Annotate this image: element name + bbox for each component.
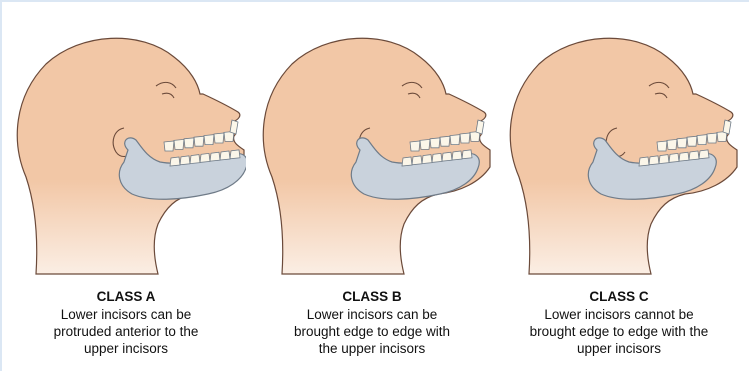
lower-tooth [210,152,220,161]
class-a-line-1: Lower incisors can be [6,306,246,323]
lower-tooth [170,157,180,166]
class-c-line-2: brought edge to edge with the [499,323,739,340]
upper-tooth [204,135,214,145]
lower-tooth [230,150,240,159]
upper-tooth [677,138,687,148]
lower-tooth [442,152,452,161]
panel-class-b: CLASS B Lower incisors can be brought ed… [252,2,492,373]
upper-tooth [450,135,460,145]
lower-tooth [699,150,709,159]
upper-tooth [657,141,667,151]
lower-tooth [689,151,699,160]
upper-tooth [667,139,677,149]
upper-tooth [430,138,440,148]
lower-tooth [402,157,412,166]
lower-tooth [679,152,689,161]
class-a-line-2: protruded anterior to the [6,323,246,340]
lower-tooth [180,156,190,165]
class-c-line-3: upper incisors [499,340,739,357]
class-a-line-3: upper incisors [6,340,246,357]
upper-tooth [194,136,204,146]
lower-tooth [190,155,200,164]
upper-tooth [420,139,430,149]
class-c-line-1: Lower incisors cannot be [499,306,739,323]
panel-class-a: CLASS A Lower incisors can be protruded … [6,2,246,373]
lower-tooth [422,155,432,164]
lower-tooth [452,151,462,160]
lower-tooth [200,153,210,162]
upper-tooth [164,141,174,151]
lower-tooth [669,153,679,162]
class-b-line-3: the upper incisors [252,340,492,357]
lower-tooth [432,153,442,162]
lower-tooth [220,151,230,160]
class-c-title: CLASS C [499,288,739,305]
upper-tooth [174,139,184,149]
upper-tooth [707,133,717,143]
lower-tooth [659,155,669,164]
upper-tooth [410,141,420,151]
lower-tooth [462,150,472,159]
head-illustration-class-a [6,2,246,292]
class-a-title: CLASS A [6,288,246,305]
upper-tooth [214,133,224,143]
upper-tooth [440,136,450,146]
caption-class-c: CLASS C Lower incisors cannot be brought… [499,288,739,357]
lower-tooth [412,156,422,165]
upper-tooth [184,138,194,148]
head-illustration-class-c [499,2,739,292]
caption-class-a: CLASS A Lower incisors can be protruded … [6,288,246,357]
upper-tooth [687,136,697,146]
caption-class-b: CLASS B Lower incisors can be brought ed… [252,288,492,357]
lower-tooth [639,157,649,166]
head-illustration-class-b [252,2,492,292]
lower-tooth [649,156,659,165]
class-b-line-1: Lower incisors can be [252,306,492,323]
upper-tooth [697,135,707,145]
panel-class-c: CLASS C Lower incisors cannot be brought… [499,2,739,373]
upper-tooth [460,133,470,143]
class-b-title: CLASS B [252,288,492,305]
class-b-line-2: brought edge to edge with [252,323,492,340]
